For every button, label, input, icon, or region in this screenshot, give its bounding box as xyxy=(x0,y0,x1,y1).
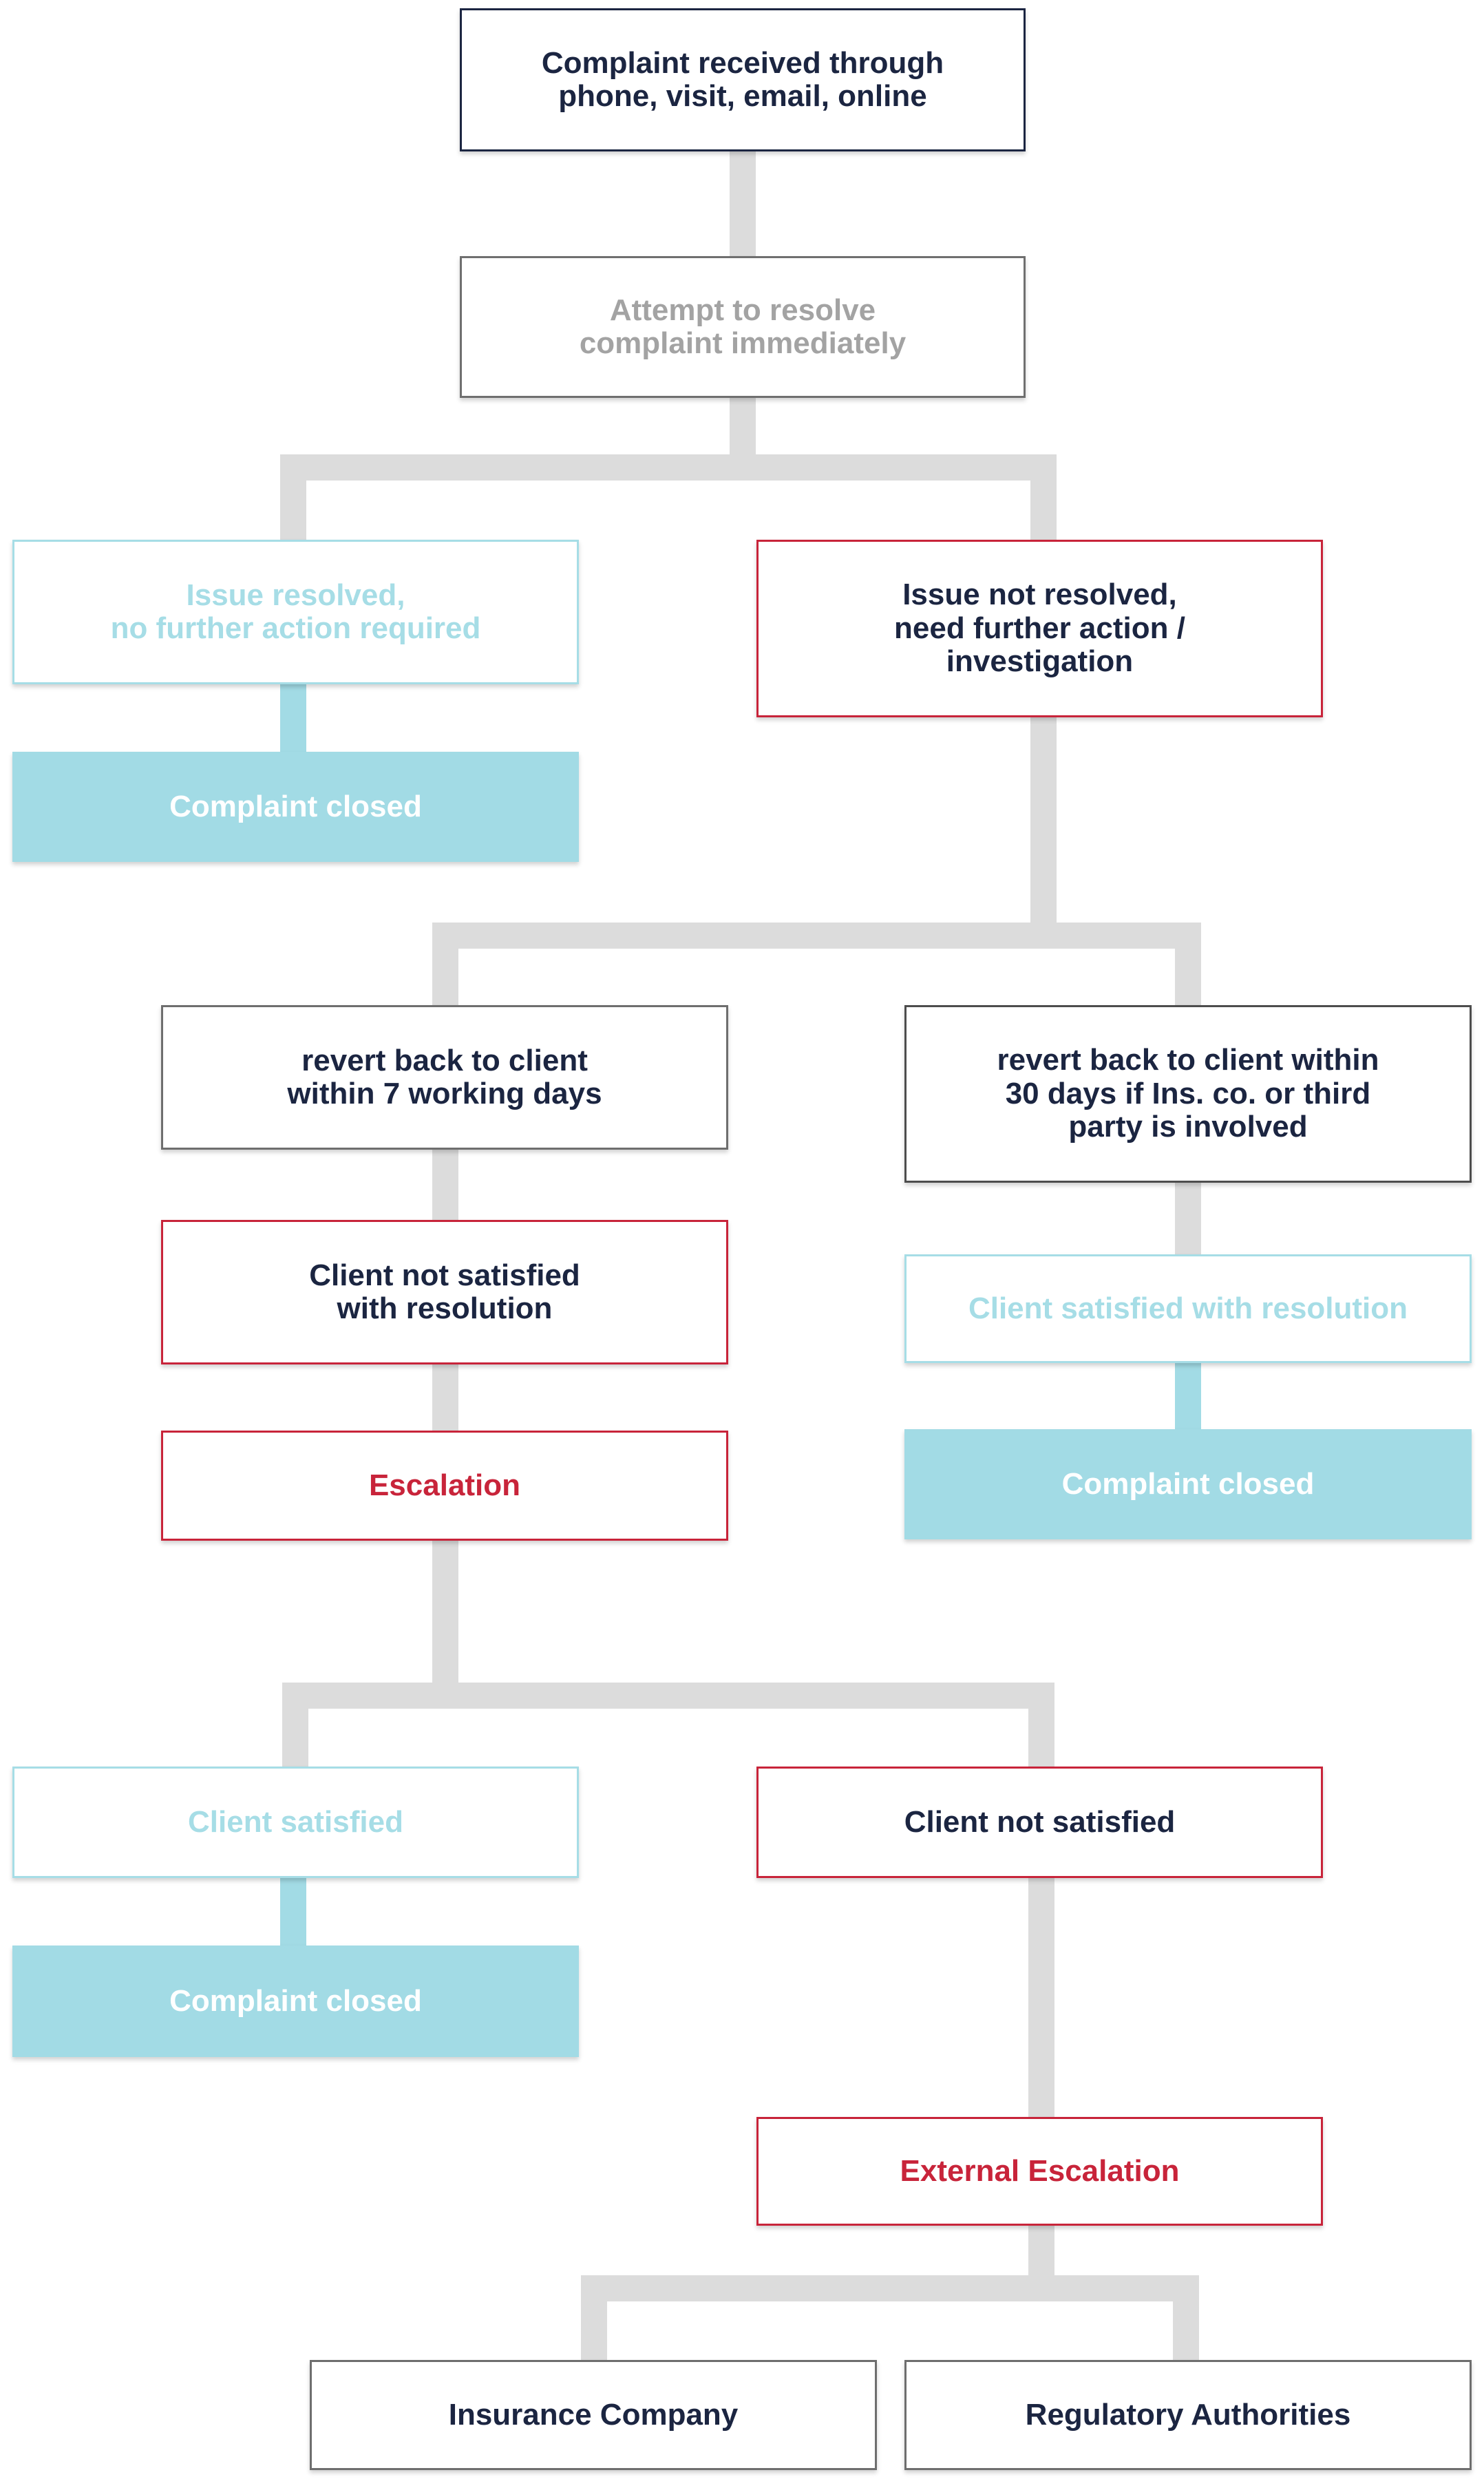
client-not-satisfied-resolution-box: Client not satisfied with resolution xyxy=(161,1220,728,1364)
issue-not-resolved-box: Issue not resolved, need further action … xyxy=(756,540,1323,717)
connector xyxy=(432,1539,458,1695)
connector xyxy=(730,150,756,257)
client-satisfied-box: Client satisfied xyxy=(12,1767,579,1878)
client-not-satisfied-box: Client not satisfied xyxy=(756,1767,1323,1878)
connector xyxy=(432,923,458,1009)
connector xyxy=(1028,1683,1054,1768)
connector-teal xyxy=(1175,1362,1201,1431)
connector xyxy=(581,2275,607,2362)
attempt-resolve-box: Attempt to resolve complaint immediately xyxy=(460,256,1026,398)
revert-30-days-box: revert back to client within 30 days if … xyxy=(904,1005,1472,1183)
connector xyxy=(1173,2275,1199,2362)
complaint-closed-box-3: Complaint closed xyxy=(12,1946,579,2057)
connector xyxy=(1028,1876,1054,2120)
connector xyxy=(282,1683,1054,1709)
external-escalation-box: External Escalation xyxy=(756,2117,1323,2226)
issue-resolved-box: Issue resolved, no further action requir… xyxy=(12,540,579,684)
revert-7-days-box: revert back to client within 7 working d… xyxy=(161,1005,728,1150)
connector xyxy=(282,1683,308,1768)
connector xyxy=(1030,454,1057,541)
escalation-box: Escalation xyxy=(161,1431,728,1541)
connector-teal xyxy=(280,1876,306,1948)
complaint-received-box: Complaint received through phone, visit,… xyxy=(460,8,1026,151)
connector xyxy=(1175,923,1201,1009)
complaint-closed-box-1: Complaint closed xyxy=(12,752,579,862)
connector-teal xyxy=(280,683,306,753)
regulatory-authorities-box: Regulatory Authorities xyxy=(904,2360,1472,2470)
connector xyxy=(432,1363,458,1433)
client-satisfied-resolution-box: Client satisfied with resolution xyxy=(904,1254,1472,1363)
complaint-closed-box-2: Complaint closed xyxy=(904,1429,1472,1539)
connector xyxy=(581,2275,1199,2301)
connector xyxy=(432,923,1201,949)
connector xyxy=(280,454,1057,481)
connector xyxy=(1030,716,1057,923)
connector xyxy=(1175,1183,1201,1257)
connector xyxy=(432,1147,458,1221)
connector xyxy=(730,397,756,456)
insurance-company-box: Insurance Company xyxy=(310,2360,877,2470)
connector xyxy=(280,454,306,541)
